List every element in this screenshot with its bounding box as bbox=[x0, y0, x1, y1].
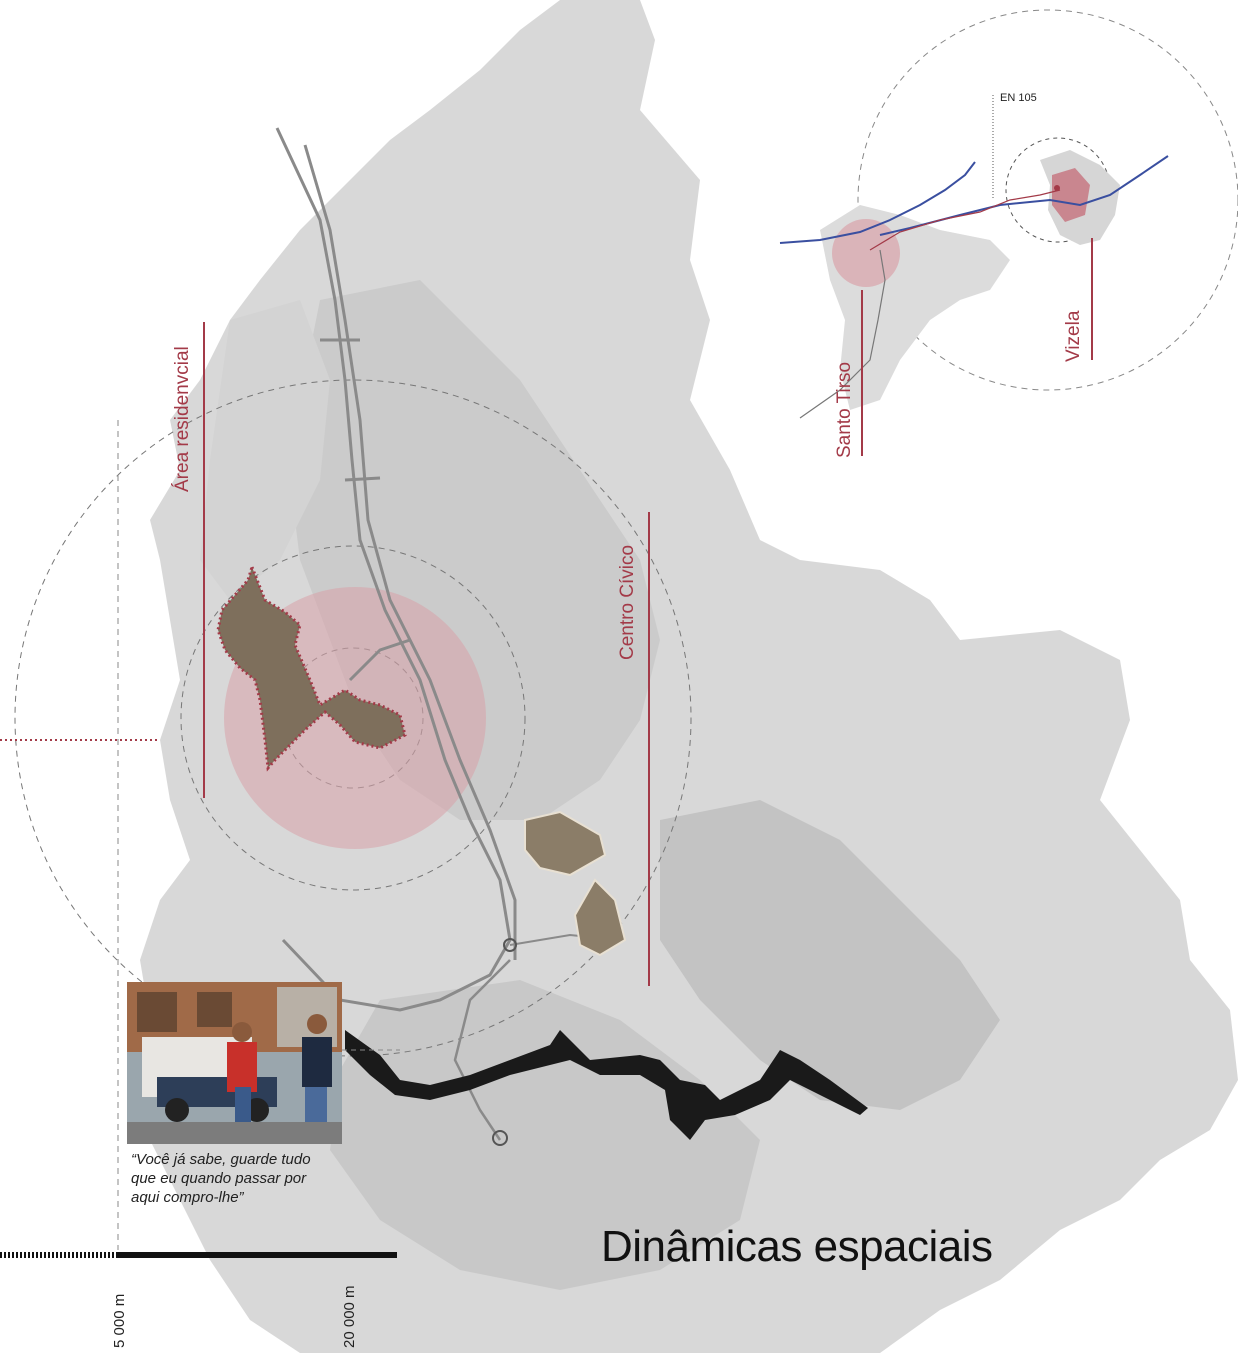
inset-map bbox=[779, 9, 1238, 456]
photo-illustration bbox=[127, 982, 342, 1144]
vendor-photo bbox=[127, 982, 342, 1144]
civic-center-buildings bbox=[524, 810, 627, 957]
roundabout-south bbox=[492, 1130, 508, 1146]
photo-quote: “Você já sabe, guarde tudo que eu quando… bbox=[131, 1150, 351, 1207]
label-santo-tirso: Santo Tirso bbox=[834, 361, 855, 458]
inset-vizela-core bbox=[1052, 168, 1090, 222]
quote-line-2: que eu quando passar por bbox=[131, 1170, 307, 1187]
highway bbox=[275, 127, 621, 1141]
river-ave bbox=[345, 1030, 868, 1140]
inset-road-en105 bbox=[869, 189, 1061, 251]
scale-label-left: 5 000 m bbox=[111, 1293, 128, 1348]
label-vizela: Vizela bbox=[1063, 310, 1084, 362]
radius-middle bbox=[180, 545, 526, 891]
label-centro-civico: Centro Cívico bbox=[617, 544, 638, 660]
label-area-residencial: Área residenvcial bbox=[172, 346, 193, 492]
label-en105: EN 105 bbox=[1000, 92, 1037, 104]
page-title: Dinâmicas espaciais bbox=[601, 1222, 993, 1271]
scale-label-right: 20 000 m bbox=[341, 1285, 358, 1348]
inset-road-gray bbox=[799, 249, 886, 419]
quote-line-3: aqui compro-lhe” bbox=[131, 1189, 244, 1206]
residential-area bbox=[216, 562, 407, 772]
roundabout-north bbox=[503, 938, 517, 952]
quote-line-1: “Você já sabe, guarde tudo bbox=[131, 1151, 311, 1168]
